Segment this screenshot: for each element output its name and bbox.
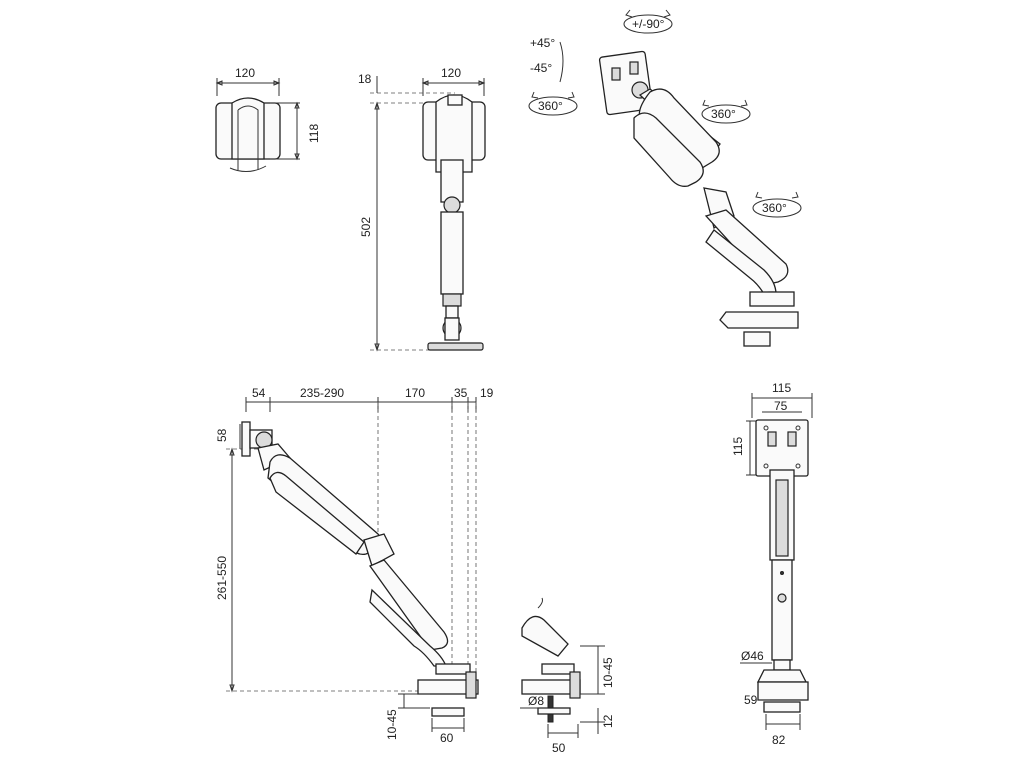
- swivel-head-label: 360°: [538, 99, 563, 113]
- profile-seg-b-label: 235-290: [300, 386, 344, 400]
- tilt-up-label: +45°: [530, 36, 555, 50]
- swivel-elbow-label: 360°: [711, 107, 736, 121]
- profile-clamp-width-label: 60: [440, 731, 454, 745]
- profile-seg-d-label: 35: [454, 386, 468, 400]
- profile-seg-a-label: 54: [252, 386, 266, 400]
- top-view-height-label: 118: [307, 124, 321, 143]
- front-plate-width-label: 115: [772, 381, 791, 395]
- bolt-extra-label: 12: [601, 714, 615, 728]
- front-pole-diameter-label: Ø46: [741, 649, 764, 663]
- side-view-height-label: 502: [359, 217, 373, 237]
- side-view-width-label: 120: [441, 66, 461, 80]
- profile-clamp-thickness-label: 10-45: [385, 709, 399, 740]
- front-vesa-label: 75: [774, 399, 788, 413]
- profile-seg-e-label: 19: [480, 386, 494, 400]
- profile-head-height-label: 58: [215, 428, 229, 442]
- front-base-width-label: 82: [772, 733, 786, 747]
- rotate-vesa-label: +/-90°: [632, 17, 665, 31]
- tilt-down-label: -45°: [530, 61, 552, 75]
- clamp-detail: 10-45 Ø8 12 50: [520, 597, 615, 755]
- side-view-offset-label: 18: [358, 72, 372, 86]
- bolt-diameter-label: Ø8: [528, 694, 544, 708]
- top-view-head: 120 118: [215, 66, 321, 172]
- front-view-arm: 115 75 115 Ø46 59 82: [731, 381, 813, 747]
- profile-view-arm: 54 235-290 170 35 19 58 261-550 10-45 60: [215, 386, 494, 745]
- profile-height-range-label: 261-550: [215, 556, 229, 600]
- clamp-range-label: 10-45: [601, 657, 615, 688]
- profile-seg-c-label: 170: [405, 386, 425, 400]
- swivel-base-label: 360°: [762, 201, 787, 215]
- front-base-height-label: 59: [744, 693, 758, 707]
- rotation-view-arm: +45° -45° +/-90° 360° 360° 360°: [528, 9, 802, 347]
- top-view-width-label: 120: [235, 66, 255, 80]
- front-plate-height-label: 115: [731, 437, 745, 456]
- side-view-arm: 18 120 502: [358, 66, 486, 352]
- plate-width-label: 50: [552, 741, 566, 755]
